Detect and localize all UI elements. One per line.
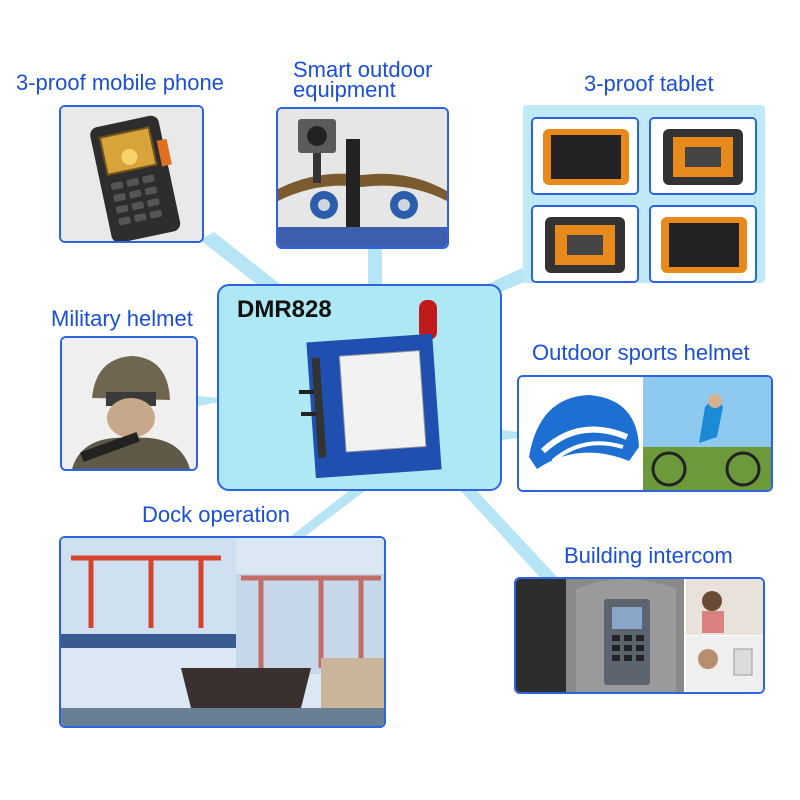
dmr828-module-panel: DMR828 [217,284,502,491]
phone-image [59,105,204,243]
label-phone: 3-proof mobile phone [16,70,224,95]
label-tablet: 3-proof tablet [584,71,714,96]
tablet-image-2 [649,117,757,195]
ray-military [198,396,220,406]
module-board-illustration [299,300,442,478]
label-outdoor-line1: Smart outdoor [293,57,433,82]
label-dock: Dock operation [142,502,290,527]
dock-operation-image [59,536,386,728]
military-helmet-image [60,336,198,471]
ray-sports [502,430,518,440]
tablet-image-4 [649,205,757,283]
building-intercom-image [514,577,765,694]
ray-outdoor [368,248,382,290]
tablet-image-3 [531,205,639,283]
label-building: Building intercom [564,543,733,568]
module-title: DMR828 [237,296,332,323]
label-outdoor-line2: equipment [293,77,396,102]
label-sports: Outdoor sports helmet [532,340,750,365]
outdoor-equipment-image [276,107,449,249]
label-military: Military helmet [51,306,193,331]
tablet-image-1 [531,117,639,195]
ray-building [460,490,560,584]
sports-helmet-image [517,375,773,492]
tablet-group [523,105,765,283]
ray-dock [286,490,366,540]
